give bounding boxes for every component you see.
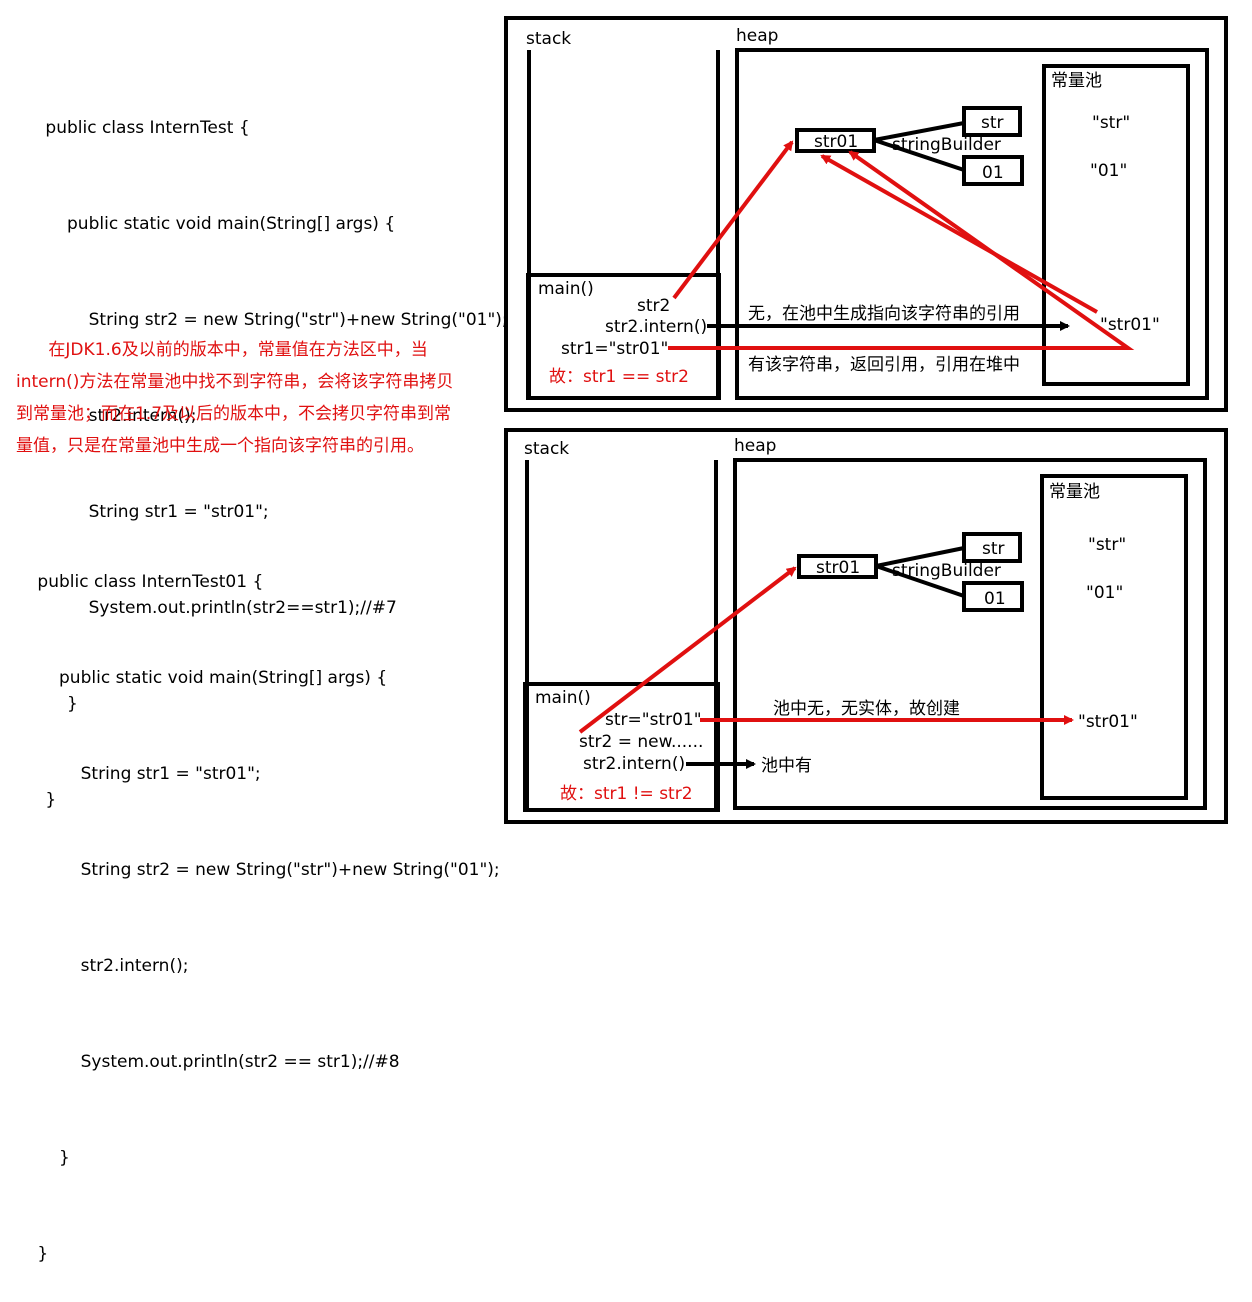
result-text: 故：str1 == str2 [549, 367, 689, 387]
code-line: public static void main(String[] args) { [32, 668, 388, 688]
stack-var-str1: str1="str01" [561, 339, 668, 359]
arrow-label-2: 池中有 [761, 756, 812, 776]
stack-label: stack [526, 29, 571, 49]
code-line: } [32, 1148, 70, 1168]
heap-box [735, 48, 1209, 400]
box-str-label: str [982, 539, 1005, 559]
stack-var-str: str="str01" [605, 710, 702, 730]
heap-object-str01-label: str01 [814, 132, 858, 152]
pool-entry-01: "01" [1086, 583, 1123, 603]
link-to-01 [873, 138, 965, 172]
main-label: main() [538, 279, 594, 299]
box-01 [962, 581, 1024, 612]
link-to-str [873, 121, 965, 142]
note-line: 量值，只是在常量池中生成一个指向该字符串的引用。 [16, 436, 424, 456]
arrow-label-1: 池中无，无实体，故创建 [773, 699, 960, 719]
box-str [962, 106, 1022, 137]
note-line: 到常量池；而在1.7及以后的版本中，不会拷贝字符串到常 [16, 404, 452, 424]
heap-object-str01-label: str01 [816, 558, 860, 578]
heap-label: heap [734, 436, 776, 456]
code-line: public static void main(String[] args) { [40, 214, 396, 234]
arrow-pool-to-heap-1 [820, 154, 1098, 314]
main-frame-box [526, 273, 721, 400]
note-line: 在JDK1.6及以前的版本中，常量值在方法区中，当 [16, 340, 428, 360]
arrow-str2-to-heap [672, 140, 794, 300]
code-line: System.out.println(str2 == str1);//#8 [32, 1052, 400, 1072]
diagram-2-frame [504, 428, 1228, 824]
pool-entry-01: "01" [1090, 161, 1127, 181]
pool-entry-str: "str" [1088, 535, 1126, 555]
code-line: str2.intern(); [32, 956, 189, 976]
pool-entry-str01: "str01" [1100, 315, 1160, 335]
stringbuilder-label: stringBuilder [892, 561, 1001, 581]
stack-var-intern: str2.intern() [605, 317, 707, 337]
code-line: String str2 = new String("str")+new Stri… [40, 310, 508, 330]
code-line: } [40, 790, 57, 810]
code-line: public class InternTest { [40, 118, 250, 138]
arrow-label-2: 有该字符串，返回引用，引用在堆中 [748, 355, 1020, 375]
constant-pool-box [1042, 64, 1190, 386]
stack-var-intern: str2.intern() [583, 754, 685, 774]
arrow-label-1: 无，在池中生成指向该字符串的引用 [748, 304, 1020, 324]
main-frame-box [523, 682, 720, 812]
code-line: System.out.println(str2==str1);//#7 [40, 598, 397, 618]
link-to-str [875, 546, 965, 568]
code-line: str2.intern(); [40, 406, 197, 426]
stack-var-str2: str2 [637, 296, 670, 316]
box-01-label: 01 [984, 589, 1006, 609]
diagram-1: stack heap 常量池 "str" "01" "str01" str01 … [504, 16, 1228, 412]
heap-box [733, 458, 1207, 810]
arrow-str1-to-heap [668, 150, 1135, 350]
memory-diagrams: stack heap 常量池 "str" "01" "str01" str01 … [504, 16, 1228, 824]
explanation-note: 在JDK1.6及以前的版本中，常量值在方法区中，当 intern()方法在常量池… [16, 334, 496, 462]
link-to-01 [875, 564, 965, 598]
arrow-str2-to-heap [578, 566, 797, 734]
box-01-label: 01 [982, 163, 1004, 183]
code-line: String str2 = new String("str")+new Stri… [32, 860, 500, 880]
diagram-2: stack heap 常量池 "str" "01" "str01" str01 … [504, 428, 1228, 824]
pool-entry-str: "str" [1092, 113, 1130, 133]
code-line: String str1 = "str01"; [32, 764, 261, 784]
box-01 [962, 155, 1024, 186]
code-line: public class InternTest01 { [32, 572, 264, 592]
heap-label: heap [736, 26, 778, 46]
box-str [962, 532, 1022, 563]
diagram-1-frame [504, 16, 1228, 412]
constant-pool-label: 常量池 [1049, 482, 1100, 502]
constant-pool-box [1040, 474, 1188, 800]
stack-var-str2-new: str2 = new...... [579, 732, 703, 752]
main-label: main() [535, 688, 591, 708]
stack-label: stack [524, 439, 569, 459]
stringbuilder-label: stringBuilder [892, 135, 1001, 155]
pool-entry-str01: "str01" [1078, 712, 1138, 732]
code-line: String str1 = "str01"; [40, 502, 269, 522]
code-line: } [40, 694, 78, 714]
code-block-1: public class InternTest { public static … [40, 48, 508, 848]
box-str-label: str [981, 113, 1004, 133]
code-line: } [32, 1244, 49, 1264]
constant-pool-label: 常量池 [1051, 71, 1102, 91]
note-line: intern()方法在常量池中找不到字符串，会将该字符串拷贝 [16, 372, 454, 392]
result-text: 故：str1 != str2 [560, 784, 693, 804]
